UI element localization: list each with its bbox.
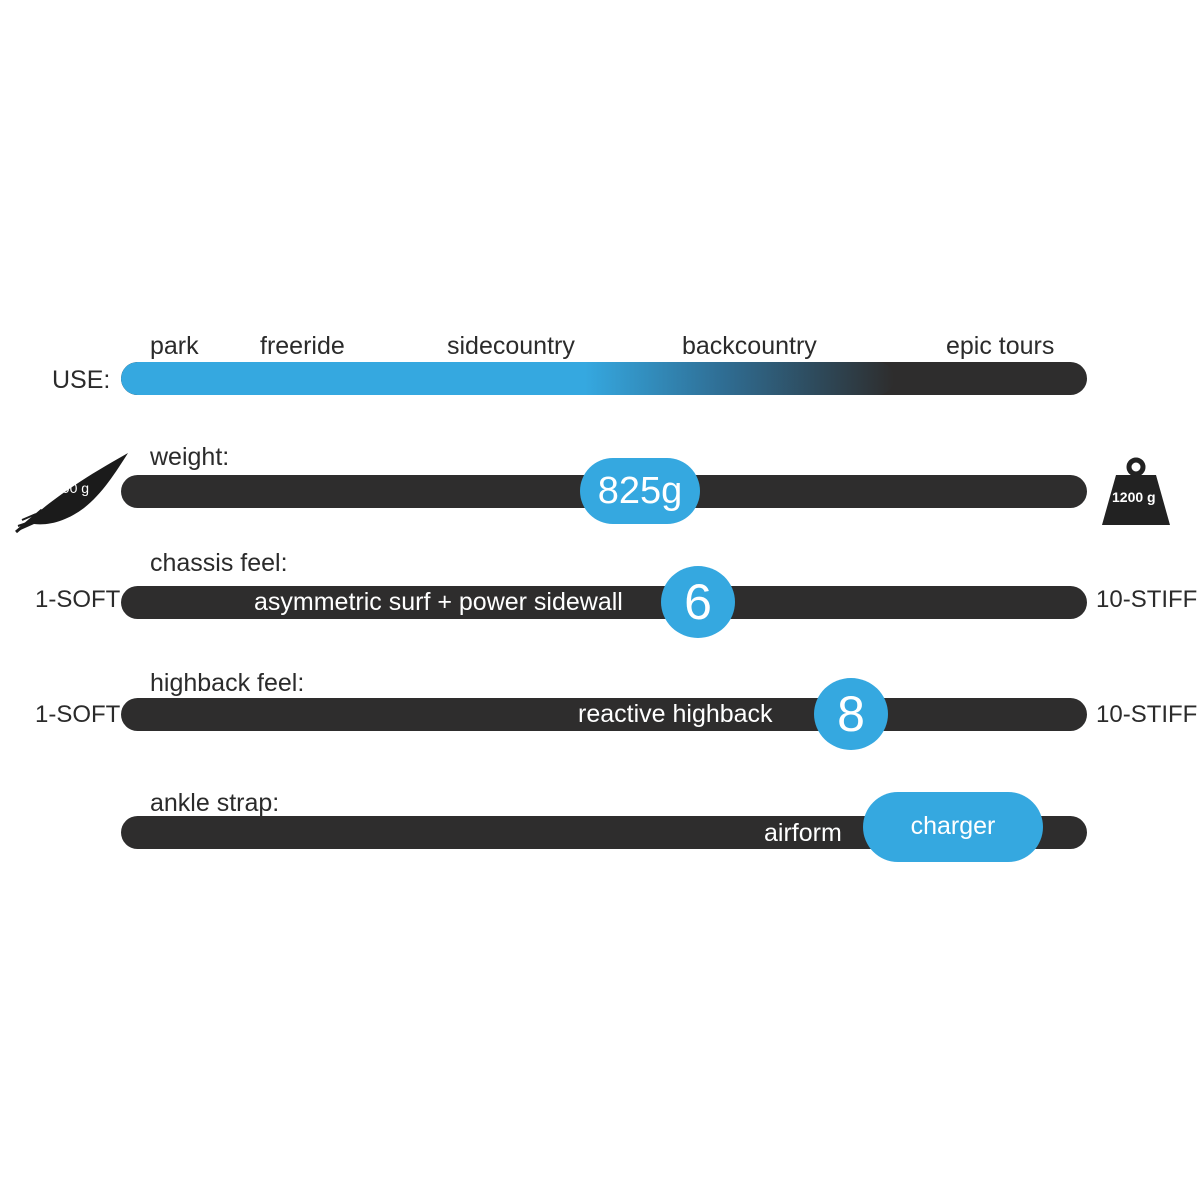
weight-label: weight: bbox=[150, 443, 230, 471]
chassis-bar: asymmetric surf + power sidewall bbox=[121, 586, 1087, 619]
highback-label: highback feel: bbox=[150, 669, 305, 697]
use-category-park: park bbox=[150, 332, 199, 360]
feather-icon: 500 g bbox=[12, 450, 132, 535]
highback-min-label: 1-SOFT bbox=[35, 701, 121, 728]
ankle-strap-option-airform: airform bbox=[764, 819, 842, 847]
use-bar bbox=[121, 362, 1087, 395]
chassis-description: asymmetric surf + power sidewall bbox=[254, 588, 623, 616]
use-category-epic-tours: epic tours bbox=[946, 332, 1055, 360]
highback-bar: reactive highback bbox=[121, 698, 1087, 731]
weight-max-label: 1200 g bbox=[1112, 489, 1156, 505]
chassis-min-label: 1-SOFT bbox=[35, 586, 121, 613]
weight-icon: 1200 g bbox=[1100, 457, 1172, 527]
weight-value-badge: 825g bbox=[580, 458, 700, 524]
use-bar-fill bbox=[121, 362, 894, 395]
ankle-strap-selected-badge: charger bbox=[863, 792, 1043, 862]
use-category-backcountry: backcountry bbox=[682, 332, 817, 360]
use-label: USE: bbox=[52, 366, 111, 394]
use-category-sidecountry: sidecountry bbox=[447, 332, 575, 360]
use-category-freeride: freeride bbox=[260, 332, 345, 360]
chassis-max-label: 10-STIFF bbox=[1096, 586, 1198, 613]
highback-description: reactive highback bbox=[578, 700, 773, 728]
chassis-label: chassis feel: bbox=[150, 549, 288, 577]
ankle-strap-label: ankle strap: bbox=[150, 789, 280, 817]
highback-max-label: 10-STIFF bbox=[1096, 701, 1198, 728]
weight-min-label: 500 g bbox=[54, 480, 90, 496]
chassis-value-badge: 6 bbox=[661, 566, 735, 638]
highback-value-badge: 8 bbox=[814, 678, 888, 750]
